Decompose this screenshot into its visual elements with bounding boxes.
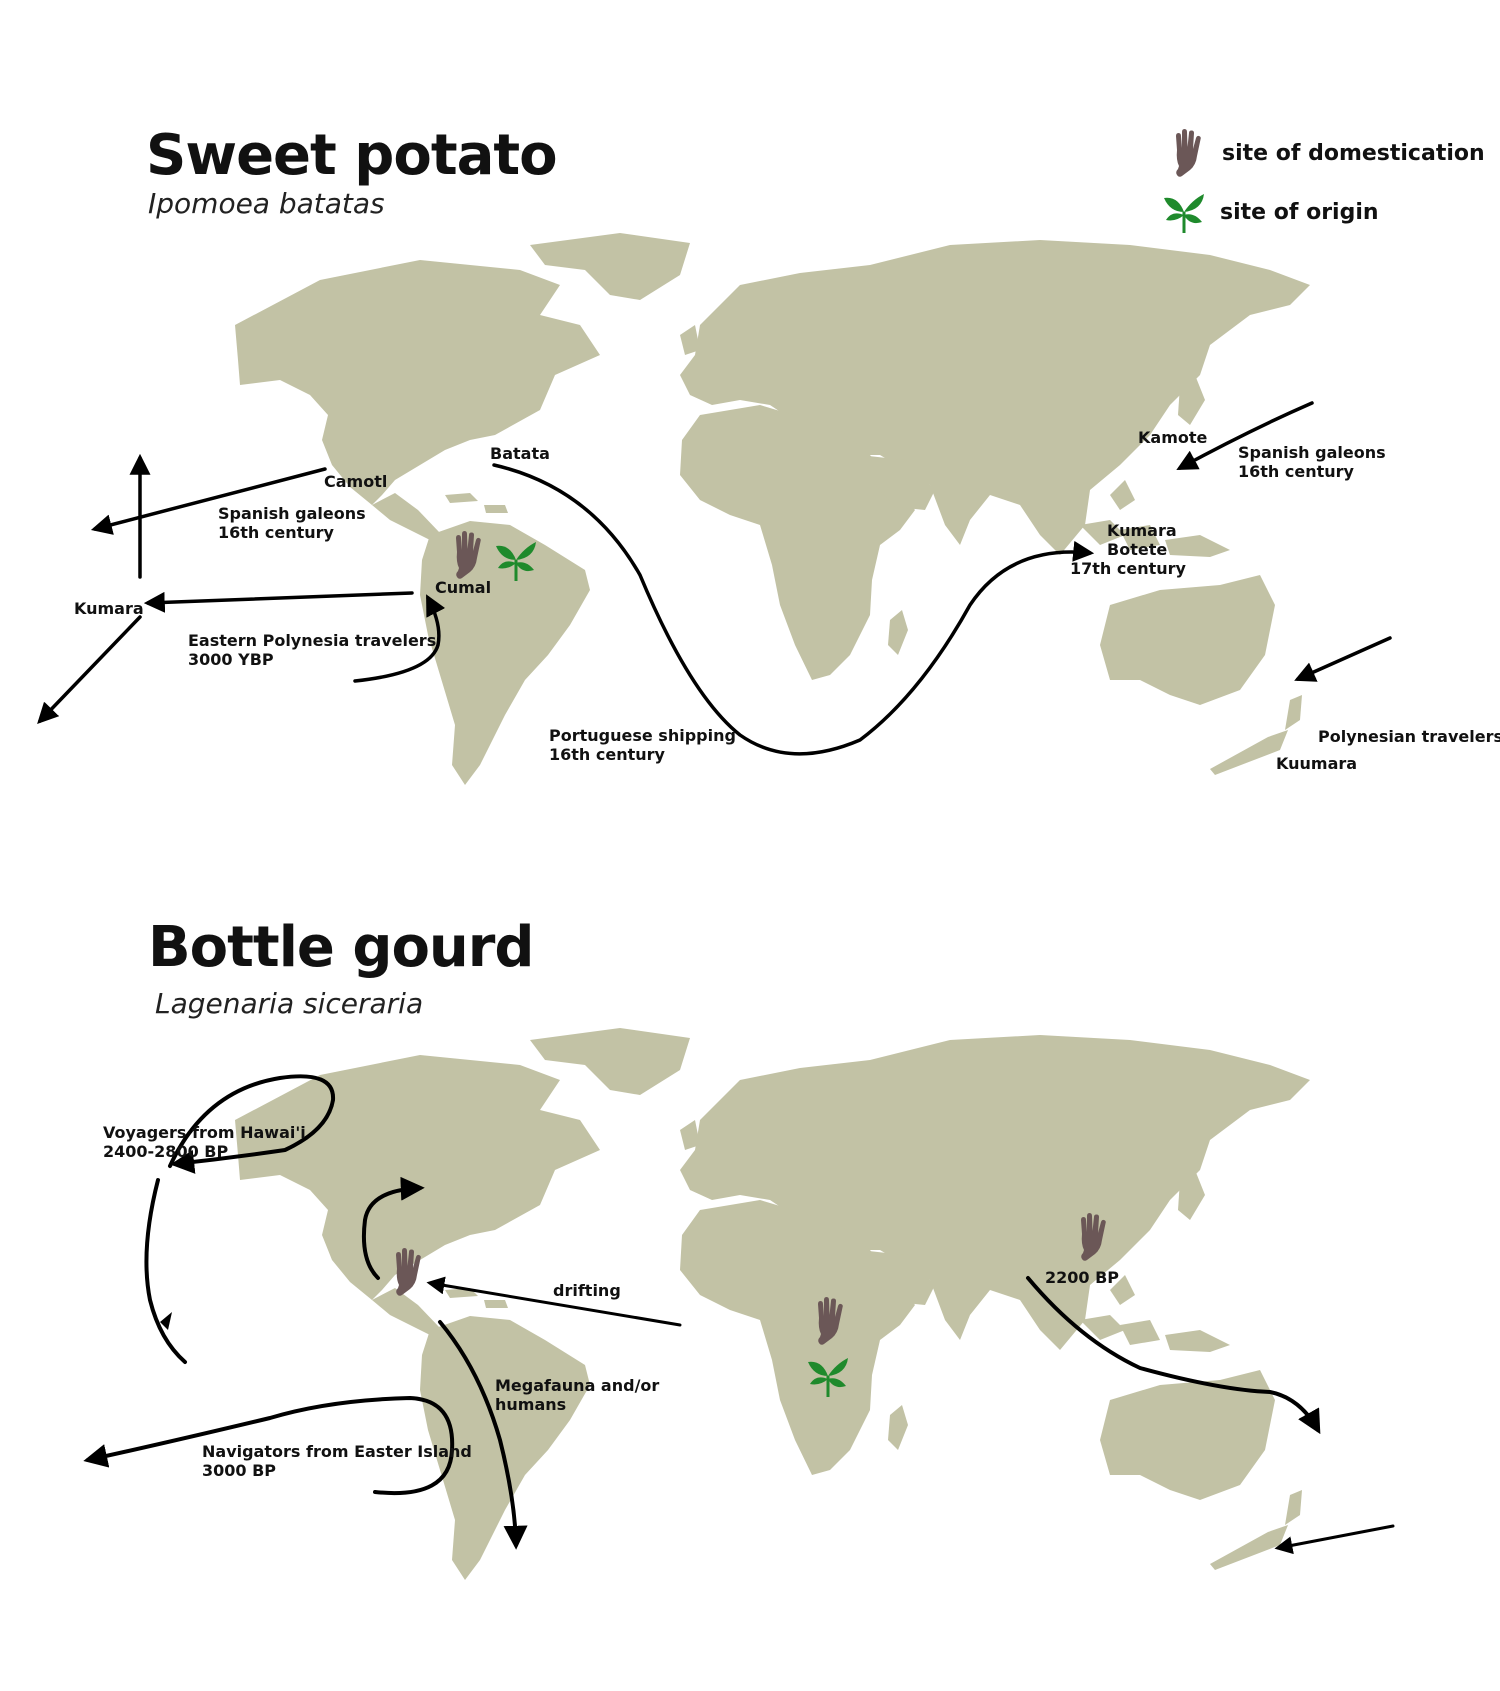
bottle-gourd-subtitle: Lagenaria siceraria	[155, 987, 424, 1020]
label-line: 2400-2800 BP	[103, 1142, 229, 1161]
label-line: Spanish galeons	[218, 504, 366, 523]
sprout-icon	[494, 538, 538, 582]
label-line: Botete	[1107, 540, 1168, 559]
hand-icon	[810, 1296, 850, 1346]
route-drifting	[426, 1276, 682, 1327]
label-camotl: Camotl	[324, 472, 388, 491]
hand-icon	[1168, 128, 1208, 178]
world-land	[235, 233, 1310, 785]
label-batata: Batata	[490, 444, 550, 463]
world-land	[235, 1028, 1310, 1580]
route-spanish-galeons-west	[90, 467, 327, 535]
route-asia-newguinea	[1026, 1276, 1321, 1435]
label-megafauna: Megafauna and/or humans	[495, 1376, 659, 1414]
label-drifting: drifting	[553, 1281, 621, 1300]
label-line: 16th century	[218, 523, 334, 542]
label-line: 16th century	[549, 745, 665, 764]
label-easter-island: Navigators from Easter Island 3000 BP	[202, 1442, 472, 1480]
route-hawaii-south	[144, 1178, 187, 1364]
label-line: Kumara	[1107, 521, 1177, 540]
route-megafauna	[438, 1320, 528, 1550]
route-curve-return	[353, 594, 446, 683]
sweet-potato-map	[37, 225, 1392, 825]
label-line: Portuguese shipping	[549, 726, 736, 745]
label-line: humans	[495, 1395, 567, 1414]
label-line: Navigators from Easter Island	[202, 1442, 472, 1461]
route-easter-island	[83, 1395, 455, 1495]
legend-origin-label: site of origin	[1220, 199, 1379, 225]
label-cumal: Cumal	[435, 578, 492, 597]
route-to-newzealand	[1274, 1524, 1395, 1555]
route-eastern-polynesia	[143, 591, 414, 613]
label-line: 3000 YBP	[188, 650, 274, 669]
label-spanish-galeons-east: Spanish galeons 16th century	[1238, 443, 1386, 481]
label-line: Megafauna and/or	[495, 1376, 660, 1395]
route-spanish-galeons-east	[1176, 401, 1314, 471]
label-line: 17th century	[1070, 559, 1186, 578]
label-kamote: Kamote	[1138, 428, 1208, 447]
label-kumara-west: Kumara	[74, 599, 144, 618]
route-hawaii-loop	[168, 1074, 336, 1174]
label-portuguese: Portuguese shipping 16th century	[549, 726, 736, 764]
hand-icon	[388, 1247, 428, 1297]
sprout-icon	[806, 1354, 850, 1398]
route-polynesian	[1294, 636, 1392, 682]
route-tick	[160, 1312, 172, 1330]
hand-icon	[448, 530, 488, 580]
legend-domestication-label: site of domestication	[1222, 140, 1485, 166]
sweet-potato-subtitle: Ipomoea batatas	[148, 187, 385, 220]
label-hawaii: Voyagers from Hawai'i 2400-2800 BP	[103, 1123, 306, 1161]
hand-icon	[1073, 1212, 1113, 1262]
route-gulf-curve	[361, 1176, 425, 1280]
label-line: Spanish galeons	[1238, 443, 1386, 462]
label-kuumara: Kuumara	[1276, 754, 1358, 773]
label-eastern-polynesia: Eastern Polynesia travelers 3000 YBP	[188, 631, 436, 669]
bottle-gourd-map	[83, 1020, 1395, 1620]
sweet-potato-title: Sweet potato	[146, 123, 558, 188]
bottle-gourd-title: Bottle gourd	[148, 915, 534, 980]
label-line: 3000 BP	[202, 1461, 277, 1480]
route-portuguese	[492, 463, 1095, 756]
legend-domestication: site of domestication	[1168, 128, 1485, 178]
label-line: 16th century	[1238, 462, 1354, 481]
label-spanish-galeons-west: Spanish galeons 16th century	[218, 504, 366, 542]
label-polynesian-travelers: Polynesian travelers	[1318, 727, 1500, 746]
label-2200bp: 2200 BP	[1045, 1268, 1120, 1287]
route-southwest	[37, 615, 142, 725]
label-line: Eastern Polynesia travelers	[188, 631, 437, 650]
legend-origin: site of origin	[1162, 190, 1379, 234]
label-kumara-east: Kumara Botete 17th century	[1070, 521, 1186, 578]
label-line: Voyagers from Hawai'i	[103, 1123, 306, 1142]
